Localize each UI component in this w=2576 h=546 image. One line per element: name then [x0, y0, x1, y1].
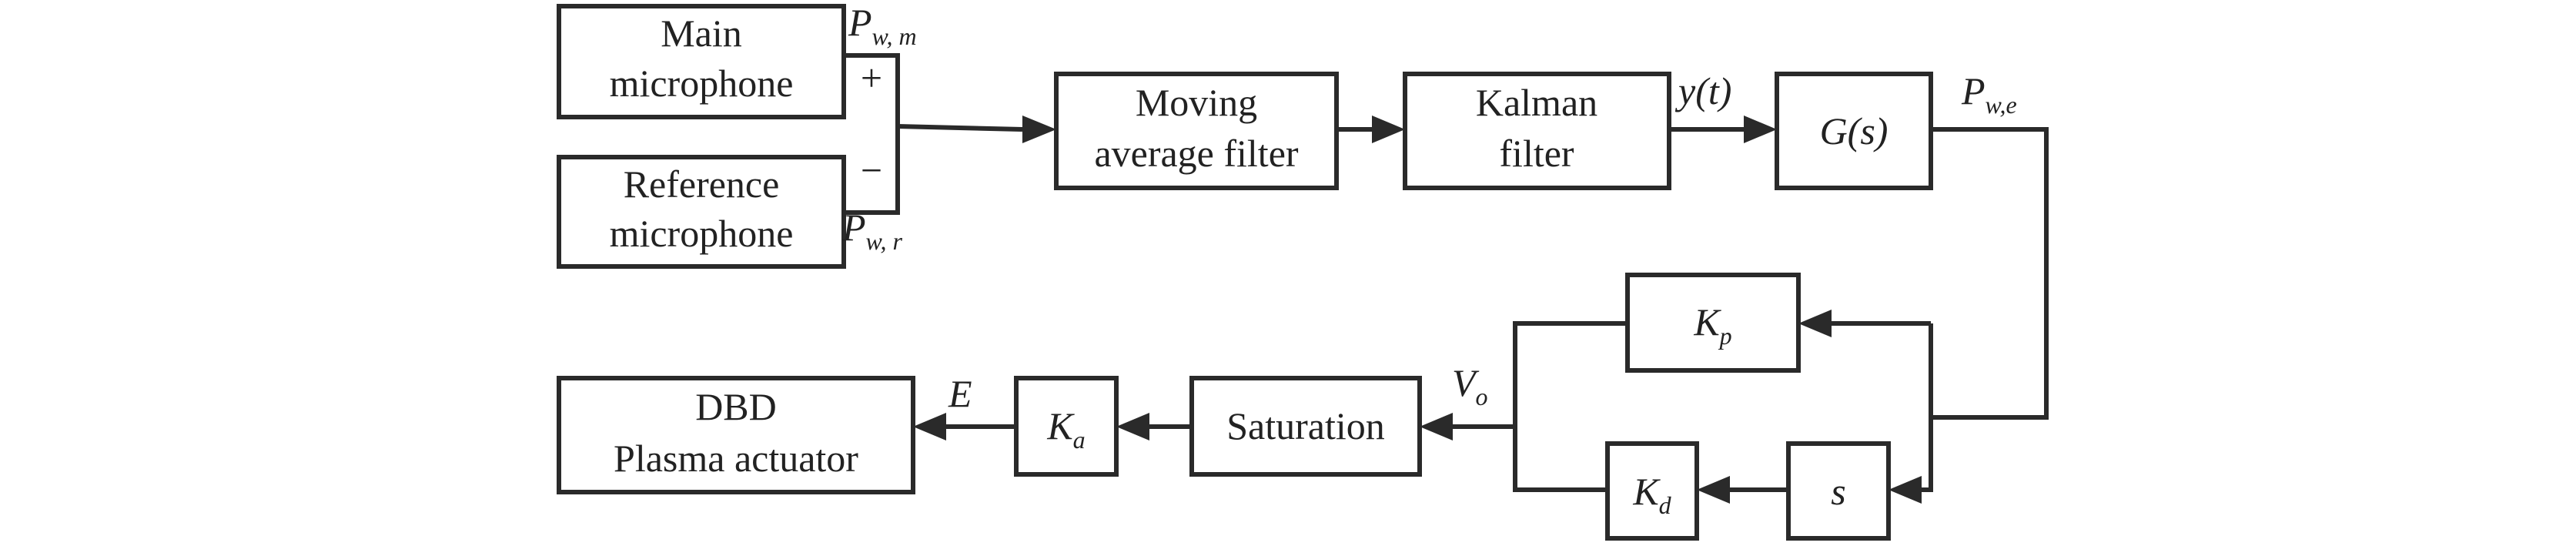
reference-microphone-line2: microphone [610, 212, 794, 255]
arrow-to-saturation [1420, 413, 1453, 440]
signal-pwm: Pw, m [848, 1, 917, 50]
kp-label: Kp [1693, 300, 1731, 350]
signal-e: E [948, 372, 972, 415]
dbd-line1: DBD [695, 385, 777, 428]
arrow-to-kalman [1372, 116, 1405, 143]
kp-block: Kp [1625, 273, 1801, 373]
arrow-to-s [1889, 476, 1922, 504]
plus-sign: + [861, 56, 882, 99]
connection-lines [844, 53, 2049, 492]
saturation-block: Saturation [1189, 376, 1422, 477]
s-label: s [1831, 470, 1845, 513]
signal-pwe: Pw,e [1961, 69, 2017, 119]
signal-pwr: Pw, r [841, 206, 903, 255]
signal-vo: Vo [1452, 361, 1488, 410]
signal-yt: y(t) [1674, 69, 1731, 112]
moving-average-line2: average filter [1094, 132, 1298, 175]
kd-block: Kd [1605, 441, 1699, 541]
arrow-to-ka [1116, 413, 1149, 440]
dbd-plasma-actuator-block: DBD Plasma actuator [557, 376, 915, 494]
main-microphone-line1: Main [661, 12, 742, 55]
reference-microphone-line1: Reference [624, 162, 780, 206]
arrow-to-kp [1798, 310, 1832, 337]
gs-block: G(s) [1775, 72, 1933, 190]
main-microphone-line2: microphone [610, 62, 794, 105]
moving-average-filter-block: Moving average filter [1054, 72, 1339, 190]
main-microphone-block: Main microphone [557, 4, 846, 119]
saturation-label: Saturation [1226, 404, 1385, 447]
dbd-line2: Plasma actuator [614, 437, 858, 480]
arrow-to-moving-average [1022, 116, 1056, 143]
arrowheads [913, 116, 1922, 504]
kalman-filter-line2: filter [1499, 132, 1574, 175]
arrow-to-dbd [913, 413, 946, 440]
kalman-filter-block: Kalman filter [1403, 72, 1671, 190]
moving-average-line1: Moving [1136, 81, 1257, 124]
arrow-to-gs [1744, 116, 1777, 143]
ka-label: Ka [1046, 404, 1085, 454]
minus-sign: − [861, 149, 882, 192]
gs-label: G(s) [1820, 109, 1889, 152]
reference-microphone-block: Reference microphone [557, 155, 846, 269]
ka-block: Ka [1014, 376, 1119, 477]
arrow-to-kd [1697, 476, 1730, 504]
kd-label: Kd [1632, 470, 1671, 519]
s-block: s [1786, 441, 1891, 541]
kalman-filter-line1: Kalman [1476, 81, 1597, 124]
